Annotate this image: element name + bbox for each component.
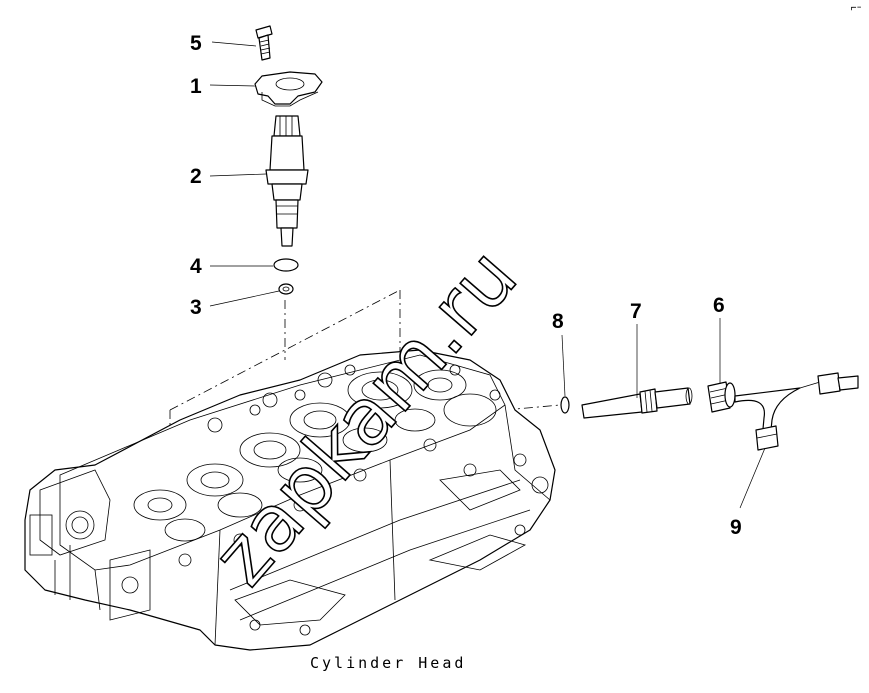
callout-6: 6 <box>713 294 725 317</box>
corner-mark: ┏━ ═ <box>850 5 861 11</box>
callout-3: 3 <box>190 296 202 319</box>
callout-7: 7 <box>630 300 642 323</box>
callout-5: 5 <box>190 32 202 55</box>
callout-labels: 5 1 2 4 3 8 7 6 9 <box>190 32 742 539</box>
clamp-part-1 <box>254 71 323 107</box>
caption: Cylinder Head <box>310 654 466 672</box>
fuel-line-part-9 <box>734 372 859 451</box>
washer-part-3 <box>278 283 294 295</box>
injector-part-2 <box>265 115 309 247</box>
callout-4: 4 <box>190 255 202 278</box>
o-ring-part-8 <box>560 396 570 414</box>
leader-lines <box>209 41 766 509</box>
o-ring-part-4 <box>273 258 299 272</box>
callout-8: 8 <box>552 310 564 333</box>
callout-1: 1 <box>190 75 202 98</box>
connector-part-7 <box>581 387 693 419</box>
cylinder-head <box>24 289 561 651</box>
bolt-part-5 <box>255 25 273 61</box>
callout-9: 9 <box>730 516 742 539</box>
nut-part-6 <box>707 381 736 413</box>
callout-2: 2 <box>190 165 202 188</box>
